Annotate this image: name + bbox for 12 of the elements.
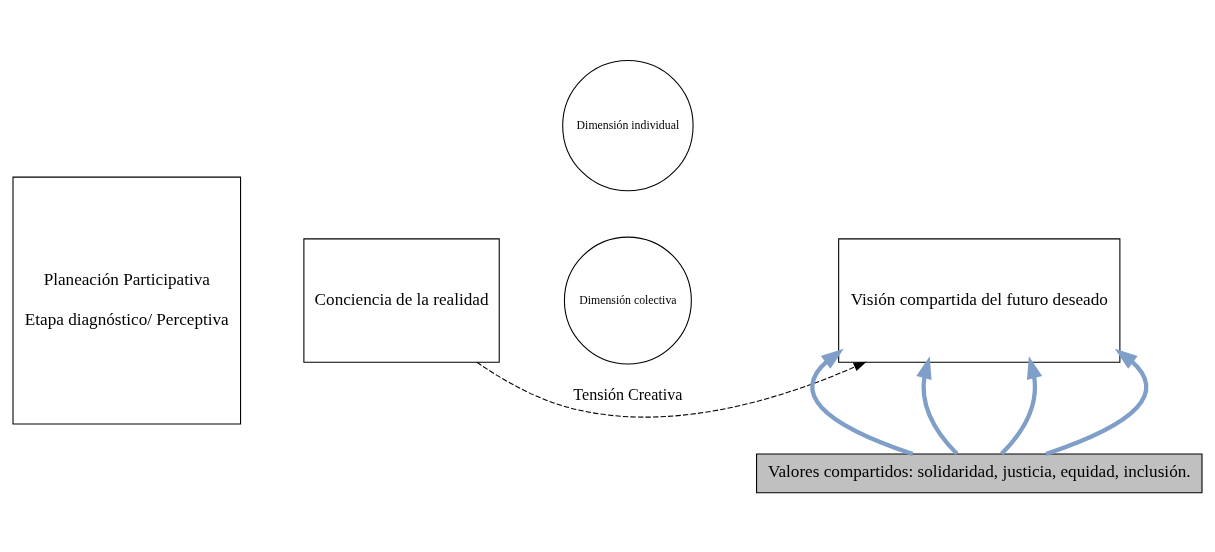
edge-label: Tensión Creativa (573, 385, 683, 403)
node-circle: Dimensión colectiva (563, 236, 692, 365)
node-circle: Dimensión individual (562, 59, 694, 191)
node-box: Planeación Participativa Etapa diagnóstico/ Perceptiva (12, 176, 242, 425)
arrow (916, 355, 959, 455)
arrow (810, 348, 914, 456)
arrow (1000, 355, 1043, 455)
arrow (476, 361, 867, 418)
arrow (1045, 348, 1149, 456)
node-box: Valores compartidos: solidaridad, justicia, equidad, inclusión. (756, 453, 1203, 493)
node-box: Visión compartida del futuro deseado (838, 237, 1121, 363)
node-box: Conciencia de la realidad (303, 237, 500, 363)
